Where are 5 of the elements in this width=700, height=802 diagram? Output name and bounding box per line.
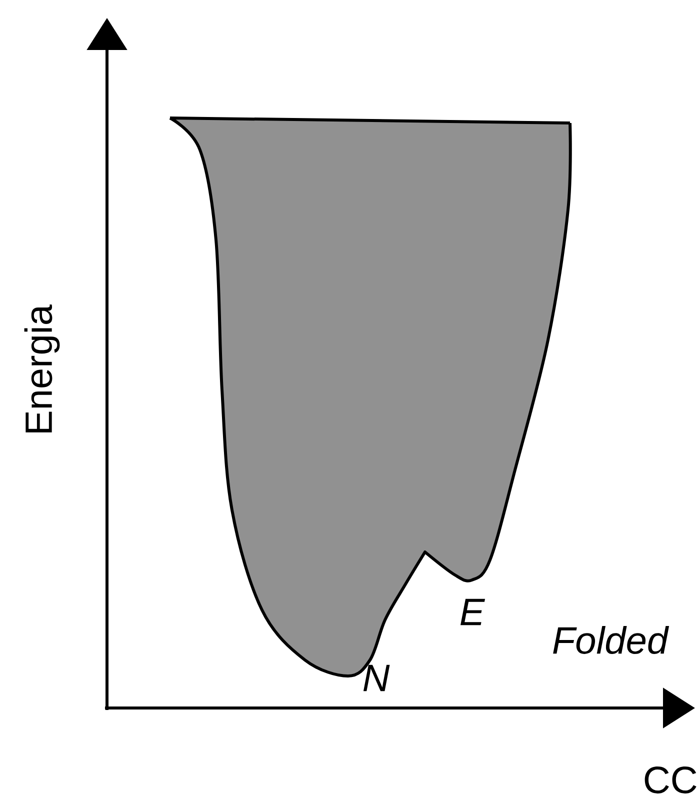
axis-label: CC xyxy=(644,766,696,794)
state-label: N xyxy=(363,664,390,692)
axis-label: Energia xyxy=(24,304,60,432)
state-label: Folded xyxy=(553,626,670,654)
state-label: E xyxy=(460,598,486,626)
